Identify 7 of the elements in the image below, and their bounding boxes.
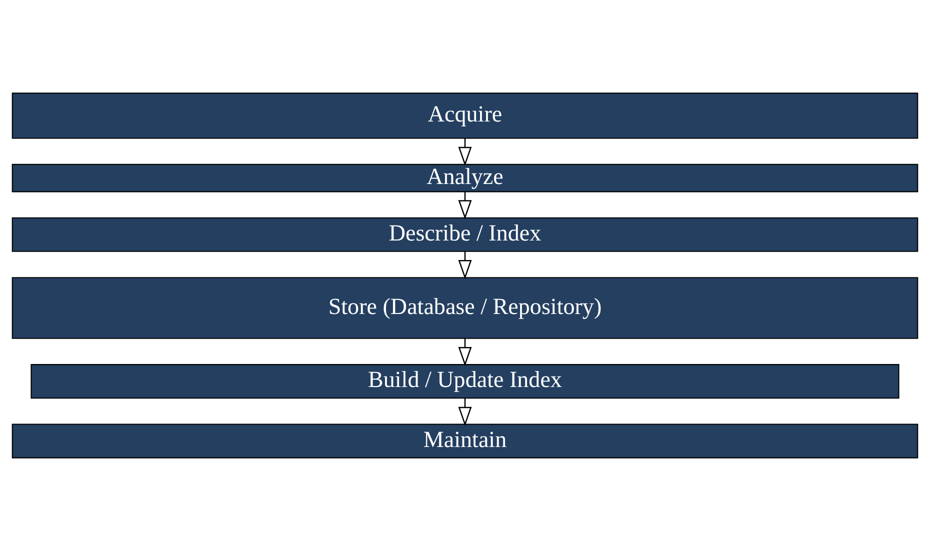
node-box: Store (Database / Repository) <box>12 276 918 338</box>
arrow <box>458 398 472 426</box>
node-box: Analyze <box>12 163 918 192</box>
node-box: Build / Update Index <box>30 364 900 398</box>
node-box: Describe / Index <box>12 216 918 252</box>
node-box: Acquire <box>12 92 918 138</box>
node-box: Maintain <box>12 423 918 458</box>
